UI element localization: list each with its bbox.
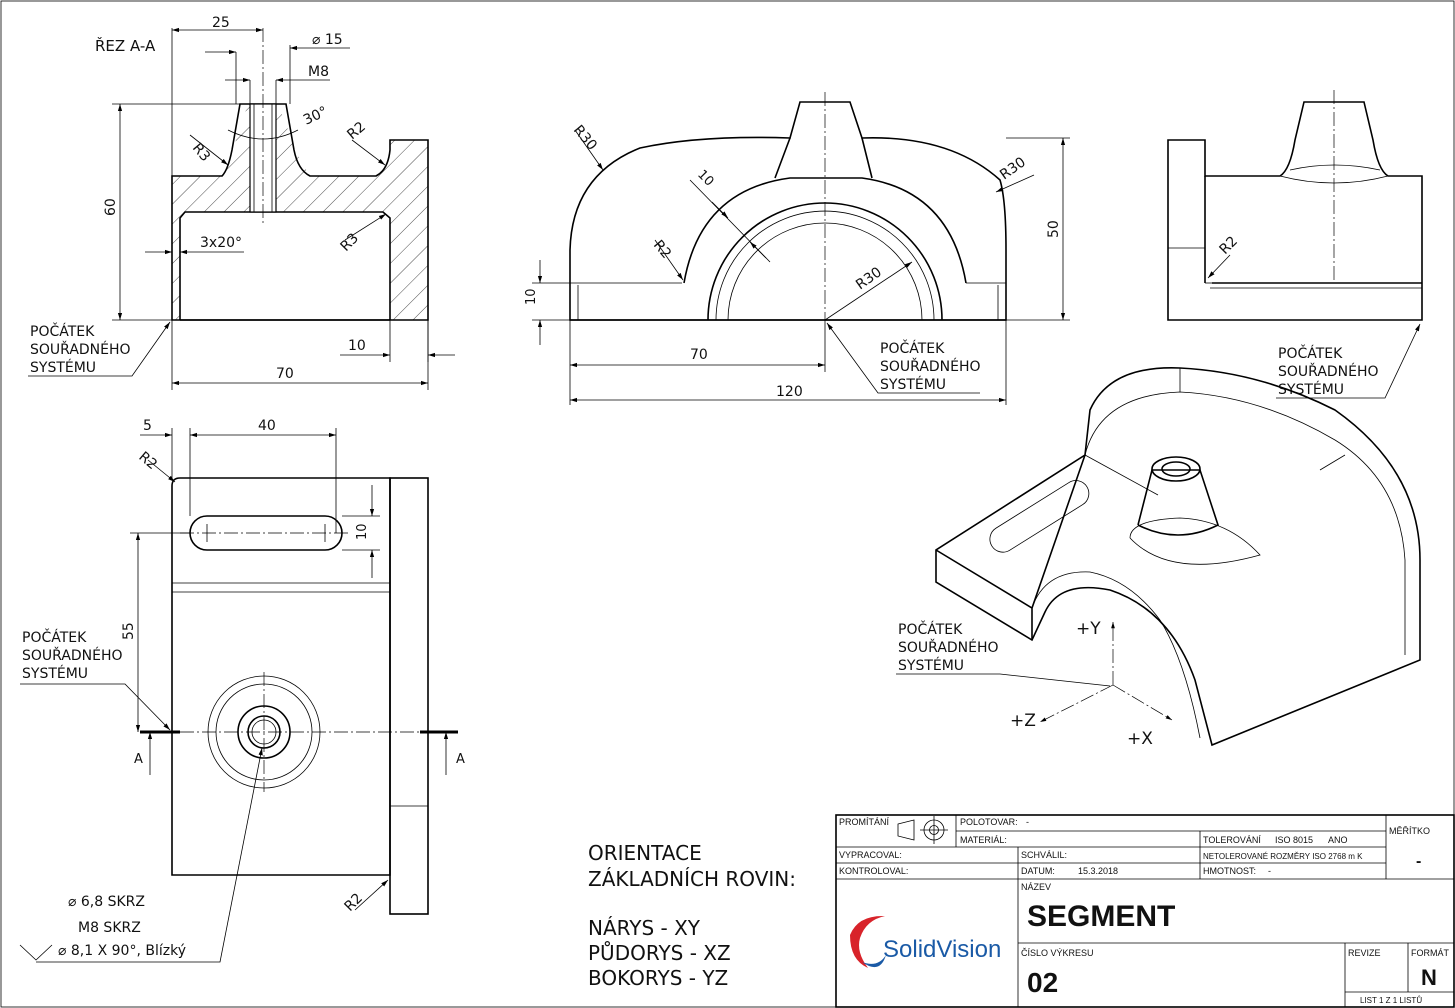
svg-text:SCHVÁLIL:: SCHVÁLIL: xyxy=(1021,850,1067,860)
svg-text:ORIENTACE: ORIENTACE xyxy=(588,841,702,865)
svg-text:LIST 1 Z 1 LISTŮ: LIST 1 Z 1 LISTŮ xyxy=(1360,996,1422,1005)
svg-text:POLOTOVAR:: POLOTOVAR: xyxy=(960,817,1018,827)
svg-text:REVIZE: REVIZE xyxy=(1348,948,1381,958)
svg-text:POČÁTEK: POČÁTEK xyxy=(880,339,945,357)
svg-text:POČÁTEK: POČÁTEK xyxy=(898,620,963,638)
section-title: ŘEZ A-A xyxy=(95,36,156,55)
svg-text:5: 5 xyxy=(143,418,152,434)
drawing-name: SEGMENT xyxy=(1027,900,1175,933)
svg-text:DATUM:: DATUM: xyxy=(1021,866,1055,876)
svg-text:SYSTÉMU: SYSTÉMU xyxy=(22,665,88,682)
svg-text:SOUŘADNÉHO: SOUŘADNÉHO xyxy=(30,341,131,358)
svg-text:⌀ 8,1 X 90°, Blízký: ⌀ 8,1 X 90°, Blízký xyxy=(58,943,186,959)
dim-m8: M8 xyxy=(308,64,329,80)
svg-text:N: N xyxy=(1421,965,1437,990)
svg-text:10: 10 xyxy=(524,288,539,305)
dim-30deg: 30° xyxy=(301,104,330,129)
svg-text:15.3.2018: 15.3.2018 xyxy=(1078,866,1118,876)
svg-text:SOUŘADNÉHO: SOUŘADNÉHO xyxy=(880,358,981,375)
svg-text:SOUŘADNÉHO: SOUŘADNÉHO xyxy=(1278,363,1379,380)
dim-10-wall: 10 xyxy=(348,338,366,354)
svg-text:R2: R2 xyxy=(135,449,160,473)
svg-text:40: 40 xyxy=(258,418,276,434)
svg-text:TOLEROVÁNÍ: TOLEROVÁNÍ xyxy=(1203,835,1261,845)
svg-text:KONTROLOVAL:: KONTROLOVAL: xyxy=(839,866,908,876)
svg-text:SYSTÉMU: SYSTÉMU xyxy=(880,376,946,393)
svg-text:-: - xyxy=(1026,817,1029,827)
svg-text:-: - xyxy=(1268,866,1271,876)
svg-text:NETOLEROVANÉ ROZMĚRY ISO 2768: NETOLEROVANÉ ROZMĚRY ISO 2768 m K xyxy=(1203,852,1363,861)
svg-text:70: 70 xyxy=(690,347,708,363)
title-block: PROMÍTÁNÍ POLOTOVAR: - MATERIÁL: TOLEROV… xyxy=(835,814,1455,1008)
svg-text:10: 10 xyxy=(694,167,716,189)
svg-text:HMOTNOST:: HMOTNOST: xyxy=(1203,866,1256,876)
dim-r2-right: R2 xyxy=(344,119,369,143)
svg-text:SYSTÉMU: SYSTÉMU xyxy=(30,359,96,376)
svg-text:PŮDORYS - XZ: PŮDORYS - XZ xyxy=(588,941,731,965)
svg-text:R30: R30 xyxy=(570,122,600,153)
svg-text:BOKORYS - YZ: BOKORYS - YZ xyxy=(588,966,728,990)
iso-view: +Y +Z +X POČÁTEK SOUŘADNÉHO SYSTÉMU xyxy=(896,367,1421,749)
svg-text:MĚŘÍTKO: MĚŘÍTKO xyxy=(1389,826,1430,836)
svg-text:+Z: +Z xyxy=(1010,711,1036,731)
dim-70: 70 xyxy=(276,366,294,382)
dim-60: 60 xyxy=(103,198,119,216)
svg-text:A: A xyxy=(456,752,465,767)
svg-text:R30: R30 xyxy=(997,154,1029,183)
svg-text:NÁZEV: NÁZEV xyxy=(1021,882,1051,892)
svg-text:+X: +X xyxy=(1127,729,1153,749)
svg-text:PROMÍTÁNÍ: PROMÍTÁNÍ xyxy=(839,817,890,827)
svg-text:SYSTÉMU: SYSTÉMU xyxy=(898,657,964,674)
dim-dia15: ⌀ 15 xyxy=(312,32,343,48)
svg-text:FORMÁT: FORMÁT xyxy=(1411,948,1449,958)
svg-text:NÁRYS - XY: NÁRYS - XY xyxy=(588,916,701,940)
dim-r3-left: R3 xyxy=(189,140,213,165)
svg-text:55: 55 xyxy=(121,622,137,640)
svg-text:R30: R30 xyxy=(853,264,885,293)
svg-text:POČÁTEK: POČÁTEK xyxy=(30,322,95,340)
svg-text:R2: R2 xyxy=(342,890,366,914)
solidvision-logo: SolidVision xyxy=(850,915,1001,968)
svg-text:VYPRACOVAL:: VYPRACOVAL: xyxy=(839,850,902,860)
top-view: A A 5 40 R2 10 55 R2 POČÁTEK SOUŘADNÉHO … xyxy=(19,418,465,963)
front-view: R30 R30 R30 10 R2 10 50 70 120 POČÁTEK S… xyxy=(524,92,1070,405)
projection-symbol-icon xyxy=(897,816,948,844)
svg-text:M8 SKRZ: M8 SKRZ xyxy=(78,920,141,936)
dim-r3-inner: R3 xyxy=(338,230,362,254)
svg-text:ČÍSLO VÝKRESU: ČÍSLO VÝKRESU xyxy=(1021,948,1094,958)
svg-text:ZÁKLADNÍCH ROVIN:: ZÁKLADNÍCH ROVIN: xyxy=(588,867,796,891)
section-view: ŘEZ A-A 25 ⌀ 15 M8 30° R3 R2 R3 xyxy=(28,15,455,390)
side-view: R2 POČÁTEK SOUŘADNÉHO SYSTÉMU xyxy=(1167,90,1423,399)
svg-text:POČÁTEK: POČÁTEK xyxy=(22,628,87,646)
svg-text:SolidVision: SolidVision xyxy=(883,936,1001,963)
dim-25: 25 xyxy=(212,15,230,31)
svg-text:SYSTÉMU: SYSTÉMU xyxy=(1278,381,1344,398)
svg-text:R2: R2 xyxy=(1217,233,1241,257)
svg-text:POČÁTEK: POČÁTEK xyxy=(1278,344,1343,362)
orientation-note: ORIENTACE ZÁKLADNÍCH ROVIN: NÁRYS - XY P… xyxy=(588,841,796,990)
svg-text:-: - xyxy=(1416,853,1421,870)
drawing-number: 02 xyxy=(1027,967,1058,998)
svg-text:10: 10 xyxy=(355,523,370,540)
svg-text:+Y: +Y xyxy=(1076,619,1101,639)
svg-text:50: 50 xyxy=(1046,220,1062,238)
svg-text:MATERIÁL:: MATERIÁL: xyxy=(960,835,1007,845)
svg-text:ANO: ANO xyxy=(1328,835,1348,845)
svg-text:120: 120 xyxy=(776,384,803,400)
svg-text:ISO 8015: ISO 8015 xyxy=(1275,835,1313,845)
svg-text:R2: R2 xyxy=(650,237,674,262)
svg-text:SOUŘADNÉHO: SOUŘADNÉHO xyxy=(22,647,123,664)
svg-text:SOUŘADNÉHO: SOUŘADNÉHO xyxy=(898,639,999,656)
svg-text:⌀ 6,8 SKRZ: ⌀ 6,8 SKRZ xyxy=(68,894,145,910)
dim-chamfer: 3x20° xyxy=(200,235,242,251)
svg-text:A: A xyxy=(134,752,143,767)
